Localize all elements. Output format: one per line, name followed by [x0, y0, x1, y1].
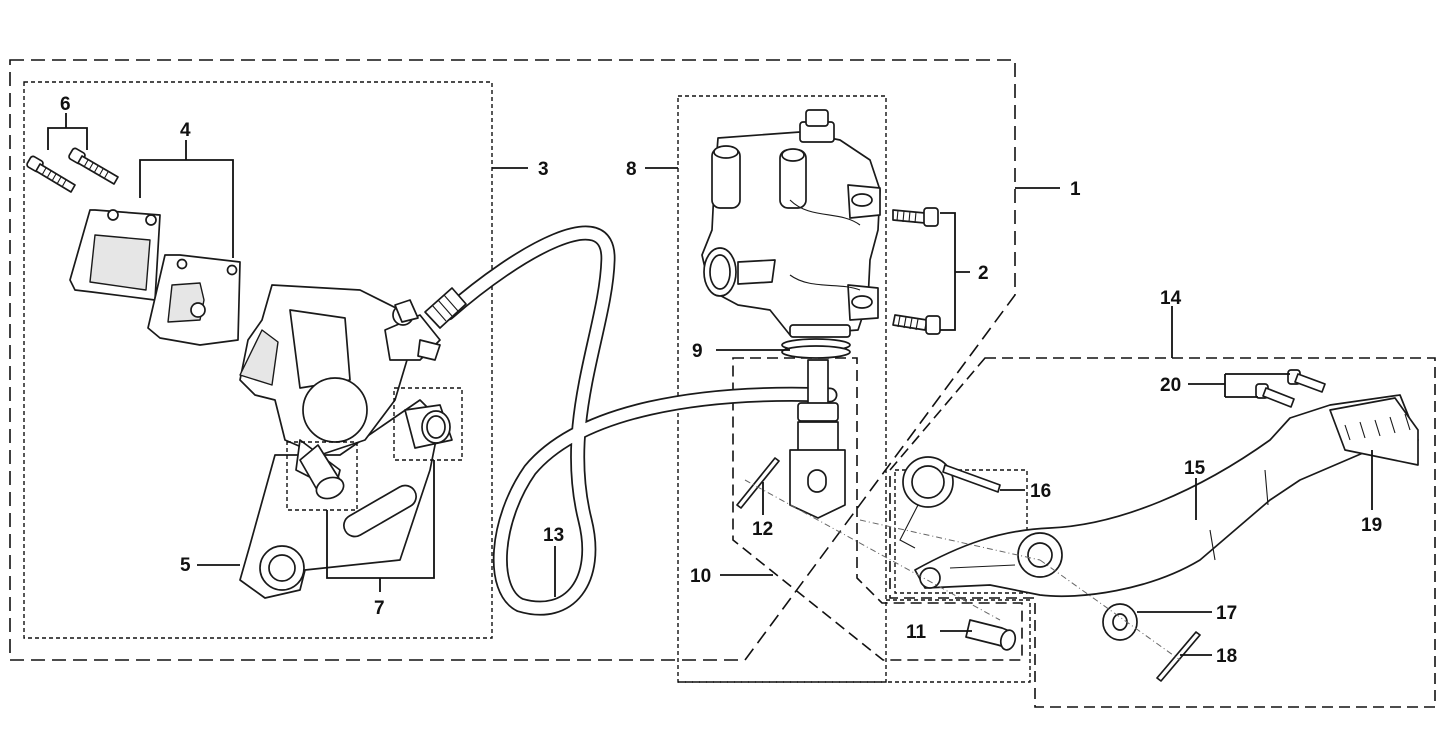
hose-banjo-fitting	[424, 287, 467, 329]
group-8-boundary	[677, 95, 887, 683]
callout-16: 16	[1030, 481, 1051, 502]
caliper-body	[239, 284, 441, 491]
group-8-lower-extension	[678, 599, 1031, 683]
callout-2: 2	[978, 263, 989, 284]
callout-1: 1	[1070, 179, 1081, 200]
callout-6: 6	[60, 94, 71, 115]
caliper-bolt-right	[68, 147, 119, 185]
washer	[1102, 603, 1138, 641]
mounting-bolt-upper	[892, 207, 939, 227]
callout-20: 20	[1160, 375, 1181, 396]
return-spring	[899, 456, 1001, 549]
group-1-boundary	[9, 59, 1016, 661]
callout-15: 15	[1184, 458, 1206, 479]
pedal-alignment-line	[744, 479, 1181, 661]
brake-pad-rear	[147, 254, 241, 346]
pedal-tip-bolt-lower	[1255, 383, 1295, 408]
callout-18: 18	[1216, 646, 1237, 667]
pedal-tip-bolt-upper	[1287, 369, 1326, 393]
callout-17: 17	[1216, 603, 1237, 624]
pedal-pin	[1156, 631, 1201, 682]
callout-3: 3	[538, 159, 549, 180]
callout-5: 5	[180, 555, 191, 576]
brake-pad-front	[69, 209, 161, 301]
leader-lines	[47, 113, 1373, 656]
callout-13: 13	[543, 525, 564, 546]
mounting-bolt-lower	[892, 314, 941, 335]
brake-pedal	[914, 394, 1419, 598]
master-cylinder	[701, 109, 881, 338]
brake-hose	[440, 225, 838, 616]
callout-10: 10	[690, 566, 711, 587]
group-10-boundary	[732, 357, 1023, 661]
caliper-piston	[404, 404, 453, 449]
callout-14: 14	[1160, 288, 1182, 309]
clevis-pin	[965, 619, 1017, 651]
caliper-pin-box-left	[286, 441, 358, 511]
caliper-slide-pin	[299, 444, 345, 500]
callout-11: 11	[906, 622, 927, 643]
cotter-pin	[736, 457, 780, 509]
callout-12: 12	[752, 519, 773, 540]
caliper-bolt-left	[26, 155, 76, 193]
caliper-bracket	[239, 399, 441, 599]
callout-7: 7	[374, 598, 385, 619]
group-3-boundary	[23, 81, 493, 639]
master-cylinder-seal	[781, 338, 851, 359]
callout-19: 19	[1361, 515, 1382, 536]
callout-4: 4	[180, 120, 191, 141]
callout-9: 9	[692, 341, 703, 362]
push-rod-clevis	[789, 359, 846, 519]
callout-8: 8	[626, 159, 637, 180]
